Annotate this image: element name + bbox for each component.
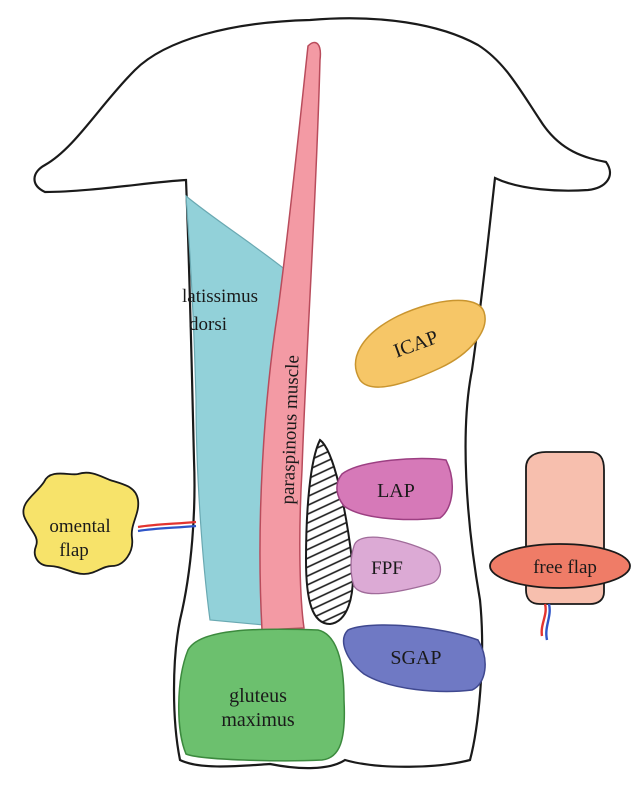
gluteus-maximus-label-line2: maximus [221, 709, 295, 731]
latissimus-dorsi-label-line1: latissimus [182, 286, 258, 307]
lap-label: LAP [377, 480, 415, 502]
free-flap-vein [546, 604, 549, 640]
free-flap-label: free flap [533, 557, 597, 578]
hatched-flap-region [306, 440, 353, 624]
omental-flap-label-line2: flap [59, 540, 89, 561]
sgap-label: SGAP [390, 647, 441, 669]
gluteus-maximus-label-line1: gluteus [229, 685, 287, 707]
free-flap-artery [542, 604, 546, 636]
fpf-label: FPF [371, 558, 403, 579]
omental-flap-label-line1: omental [49, 516, 110, 537]
latissimus-dorsi-label-line2: dorsi [189, 314, 227, 335]
